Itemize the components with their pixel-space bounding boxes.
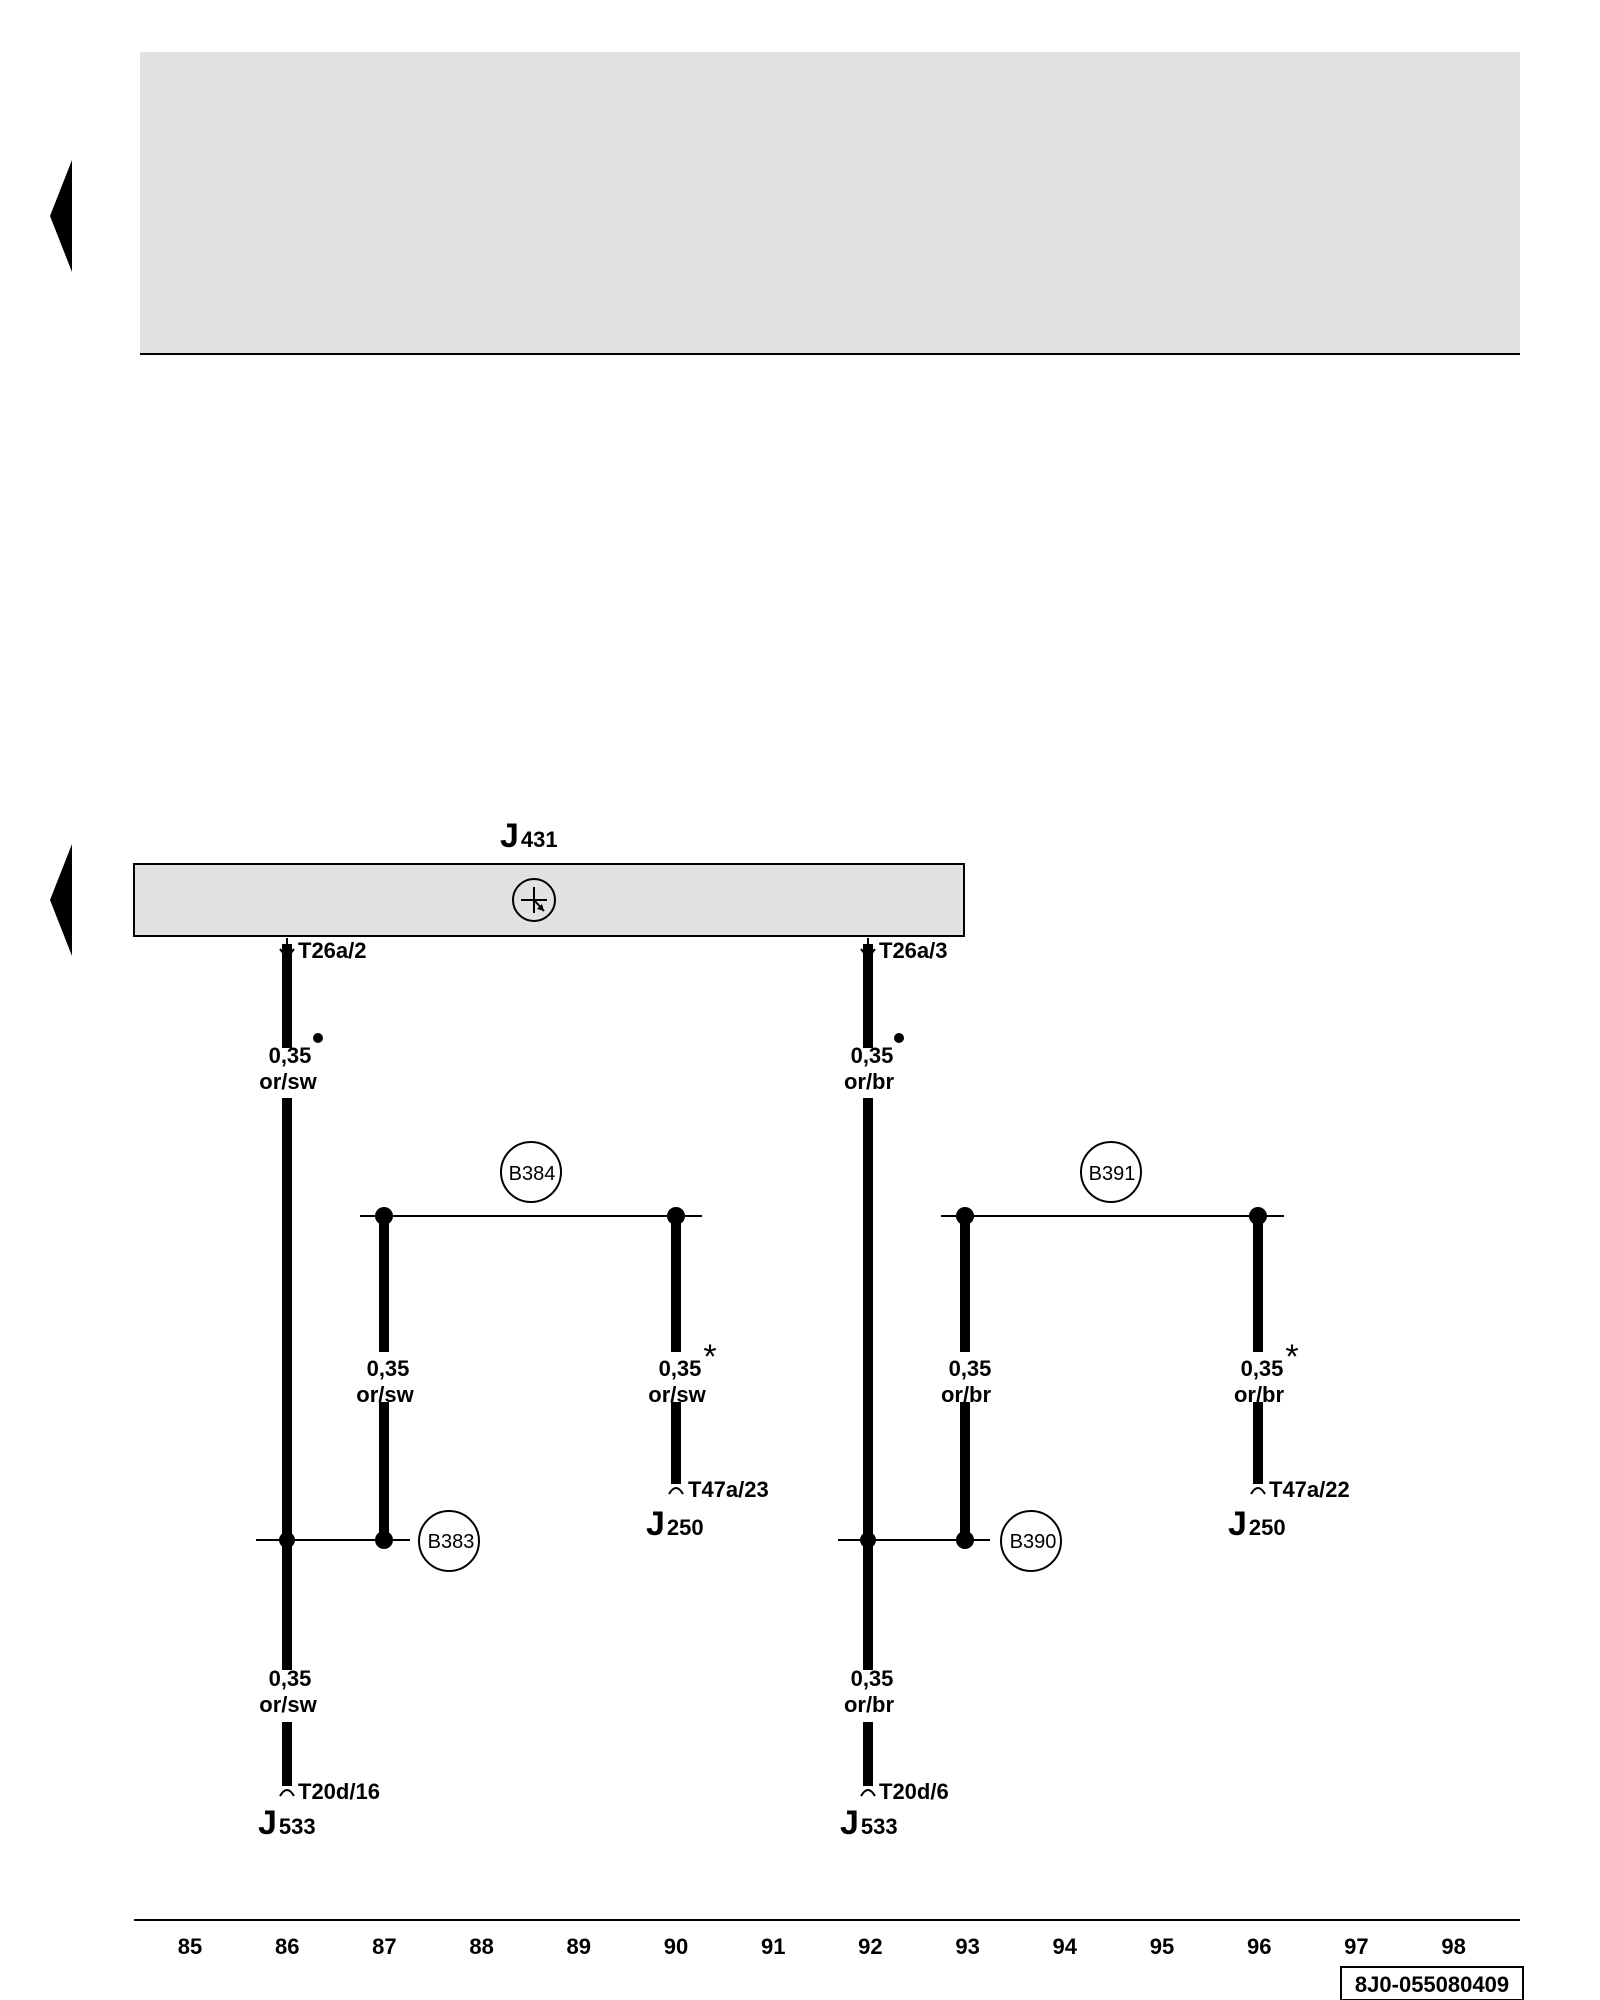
wire-size-label: 0,35 [269, 1666, 312, 1691]
left-arrow-icon[interactable] [50, 160, 72, 272]
column-label: 86 [275, 1934, 299, 1959]
component-j533-right: J533 [840, 1804, 898, 1842]
wire-size-label: 0,35 [949, 1356, 992, 1381]
control-unit-j431: J431 [133, 817, 965, 937]
junction-dot [860, 1532, 876, 1548]
connector-icon [279, 1789, 295, 1797]
component-j250-left: J250 [646, 1505, 704, 1543]
splice-b384: B384 [500, 1141, 562, 1203]
svg-text:B390: B390 [1010, 1531, 1057, 1553]
transistor-icon [512, 878, 556, 922]
connector-icon [1250, 1487, 1266, 1495]
connector-icon [860, 1789, 876, 1797]
wire-mark-dot [313, 1033, 323, 1043]
column-label: 90 [664, 1934, 688, 1959]
splice-b391: B391 [1080, 1141, 1142, 1203]
wire-size-label: 0,35 [659, 1356, 702, 1381]
pin-label-t20d-6: T20d/6 [879, 1779, 949, 1804]
pin-label-t47a-22: T47a/22 [1269, 1477, 1350, 1502]
column-label: 95 [1150, 1934, 1174, 1959]
column-label: 91 [761, 1934, 785, 1959]
top-panel [140, 52, 1520, 354]
wire-color-label: or/br [844, 1692, 895, 1717]
column-label: 89 [567, 1934, 591, 1959]
svg-text:8J0-055080409: 8J0-055080409 [1355, 1972, 1509, 1997]
wire-size-label: 0,35 [851, 1043, 894, 1068]
wire-color-label: or/sw [259, 1692, 317, 1717]
wire-color-label: or/br [844, 1069, 895, 1094]
column-label: 85 [178, 1934, 202, 1959]
column-label: 93 [955, 1934, 979, 1959]
component-j533-left: J533 [258, 1804, 316, 1842]
svg-text:B383: B383 [428, 1531, 475, 1553]
svg-text:B391: B391 [1089, 1163, 1136, 1185]
wire-mark-dot [894, 1033, 904, 1043]
svg-text:J431: J431 [500, 817, 558, 855]
pin-arrow-icon [860, 938, 876, 960]
pin-label-t20d-16: T20d/16 [298, 1779, 380, 1804]
junction-dot [375, 1207, 393, 1225]
connector-icon [668, 1487, 684, 1495]
wire-color-label: or/sw [356, 1382, 414, 1407]
asterisk-mark: * [703, 1338, 716, 1376]
splice-b390: B390 [1000, 1510, 1062, 1572]
column-label: 97 [1344, 1934, 1368, 1959]
splice-b383: B383 [418, 1510, 480, 1572]
column-label: 96 [1247, 1934, 1271, 1959]
asterisk-mark: * [1285, 1338, 1298, 1376]
pin-label-t26a-2: T26a/2 [298, 938, 367, 963]
wire-size-label: 0,35 [1241, 1356, 1284, 1381]
column-label: 92 [858, 1934, 882, 1959]
column-label: 88 [469, 1934, 493, 1959]
wire-color-label: or/sw [648, 1382, 706, 1407]
wire-size-label: 0,35 [367, 1356, 410, 1381]
wire-color-label: or/br [1234, 1382, 1285, 1407]
wire-color-label: or/sw [259, 1069, 317, 1094]
column-labels: 85 86 87 88 89 90 91 92 93 94 95 96 97 98 [178, 1934, 1466, 1959]
wire-size-label: 0,35 [269, 1043, 312, 1068]
pin-arrow-icon [279, 938, 295, 960]
junction-dot [279, 1532, 295, 1548]
svg-text:B384: B384 [509, 1163, 556, 1185]
left-arrow-icon[interactable] [50, 844, 72, 956]
component-j250-right: J250 [1228, 1505, 1286, 1543]
column-label: 87 [372, 1934, 396, 1959]
junction-dot [956, 1207, 974, 1225]
pin-label-t47a-23: T47a/23 [688, 1477, 769, 1502]
wire-color-label: or/br [941, 1382, 992, 1407]
column-label: 98 [1441, 1934, 1465, 1959]
column-label: 94 [1053, 1934, 1078, 1959]
wire-size-label: 0,35 [851, 1666, 894, 1691]
pin-label-t26a-3: T26a/3 [879, 938, 948, 963]
document-number-box: 8J0-055080409 [1340, 1966, 1524, 2000]
